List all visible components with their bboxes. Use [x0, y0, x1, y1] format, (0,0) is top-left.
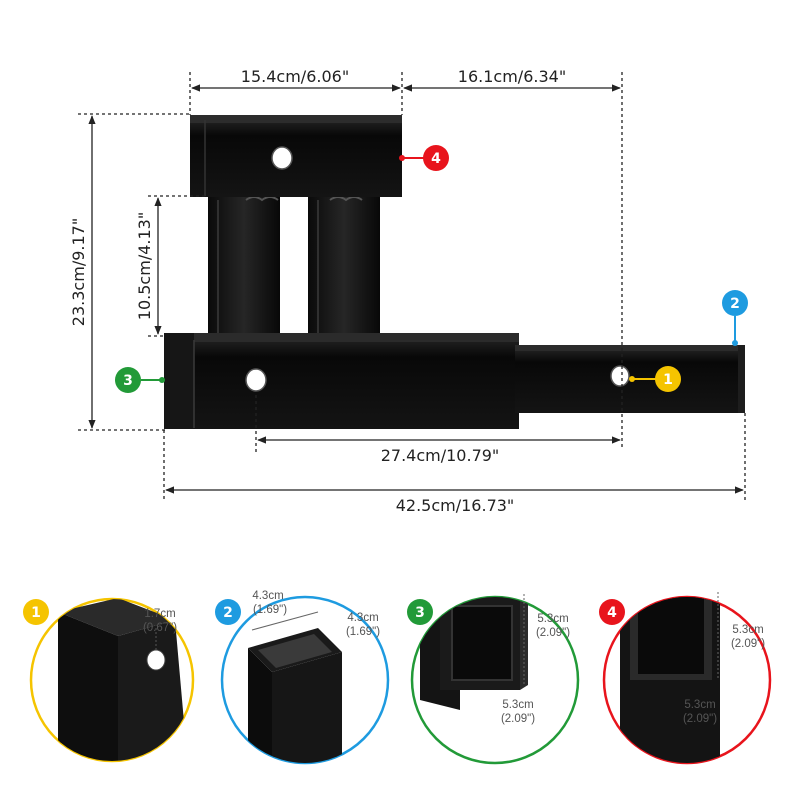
- svg-text:4: 4: [607, 605, 617, 621]
- marker-4: 4: [399, 145, 449, 171]
- detail-1: 1 1.7cm (0.67"): [23, 597, 195, 763]
- svg-text:(0.67"): (0.67"): [143, 622, 177, 634]
- marker-1: 1: [629, 366, 681, 392]
- svg-text:1: 1: [663, 372, 673, 388]
- detail-2: 2 4.3cm (1.69") 4.3cm (1.69"): [215, 590, 390, 765]
- svg-text:3: 3: [123, 373, 133, 389]
- dim-top-offset: 16.1cm/6.34": [458, 67, 566, 86]
- svg-text:2: 2: [223, 605, 233, 621]
- top-pin-hole: [271, 146, 293, 170]
- top-receiver-tube: [190, 115, 402, 197]
- marker-3: 3: [115, 367, 165, 393]
- svg-text:4.3cm: 4.3cm: [347, 612, 378, 624]
- svg-text:2: 2: [730, 296, 740, 312]
- svg-text:(2.09"): (2.09"): [683, 713, 717, 725]
- left-riser: [208, 196, 280, 338]
- extension-pin-hole: [610, 365, 630, 387]
- svg-text:1: 1: [31, 605, 41, 621]
- detail-4: 4 5.3cm (2.09") 5.3cm (2.09"): [599, 592, 772, 765]
- svg-text:5.3cm: 5.3cm: [684, 699, 715, 711]
- main-pin-hole: [245, 368, 267, 392]
- detail-3: 3 5.3cm (2.09") 5.3cm (2.09"): [407, 594, 580, 765]
- svg-text:4: 4: [431, 151, 441, 167]
- dim-riser-height: 10.5cm/4.13": [135, 212, 154, 320]
- dim-total-length: 42.5cm/16.73": [396, 496, 515, 515]
- svg-text:(2.09"): (2.09"): [731, 638, 765, 650]
- dim-top-width: 15.4cm/6.06": [241, 67, 349, 86]
- right-riser: [308, 196, 380, 338]
- dimension-lines: [78, 72, 746, 500]
- svg-text:(1.69"): (1.69"): [346, 626, 380, 638]
- marker-2: 2: [722, 290, 748, 346]
- svg-text:5.3cm: 5.3cm: [502, 699, 533, 711]
- svg-text:5.3cm: 5.3cm: [537, 613, 568, 625]
- svg-text:(2.09"): (2.09"): [536, 627, 570, 639]
- svg-text:(1.69"): (1.69"): [253, 604, 287, 616]
- svg-text:4.3cm: 4.3cm: [252, 590, 283, 602]
- dim-hole-spacing: 27.4cm/10.79": [381, 446, 500, 465]
- svg-text:(2.09"): (2.09"): [501, 713, 535, 725]
- svg-text:1.7cm: 1.7cm: [144, 608, 175, 620]
- dim-total-height: 23.3cm/9.17": [69, 218, 88, 326]
- main-shank: [164, 333, 519, 429]
- svg-text:5.3cm: 5.3cm: [732, 624, 763, 636]
- svg-text:3: 3: [415, 605, 425, 621]
